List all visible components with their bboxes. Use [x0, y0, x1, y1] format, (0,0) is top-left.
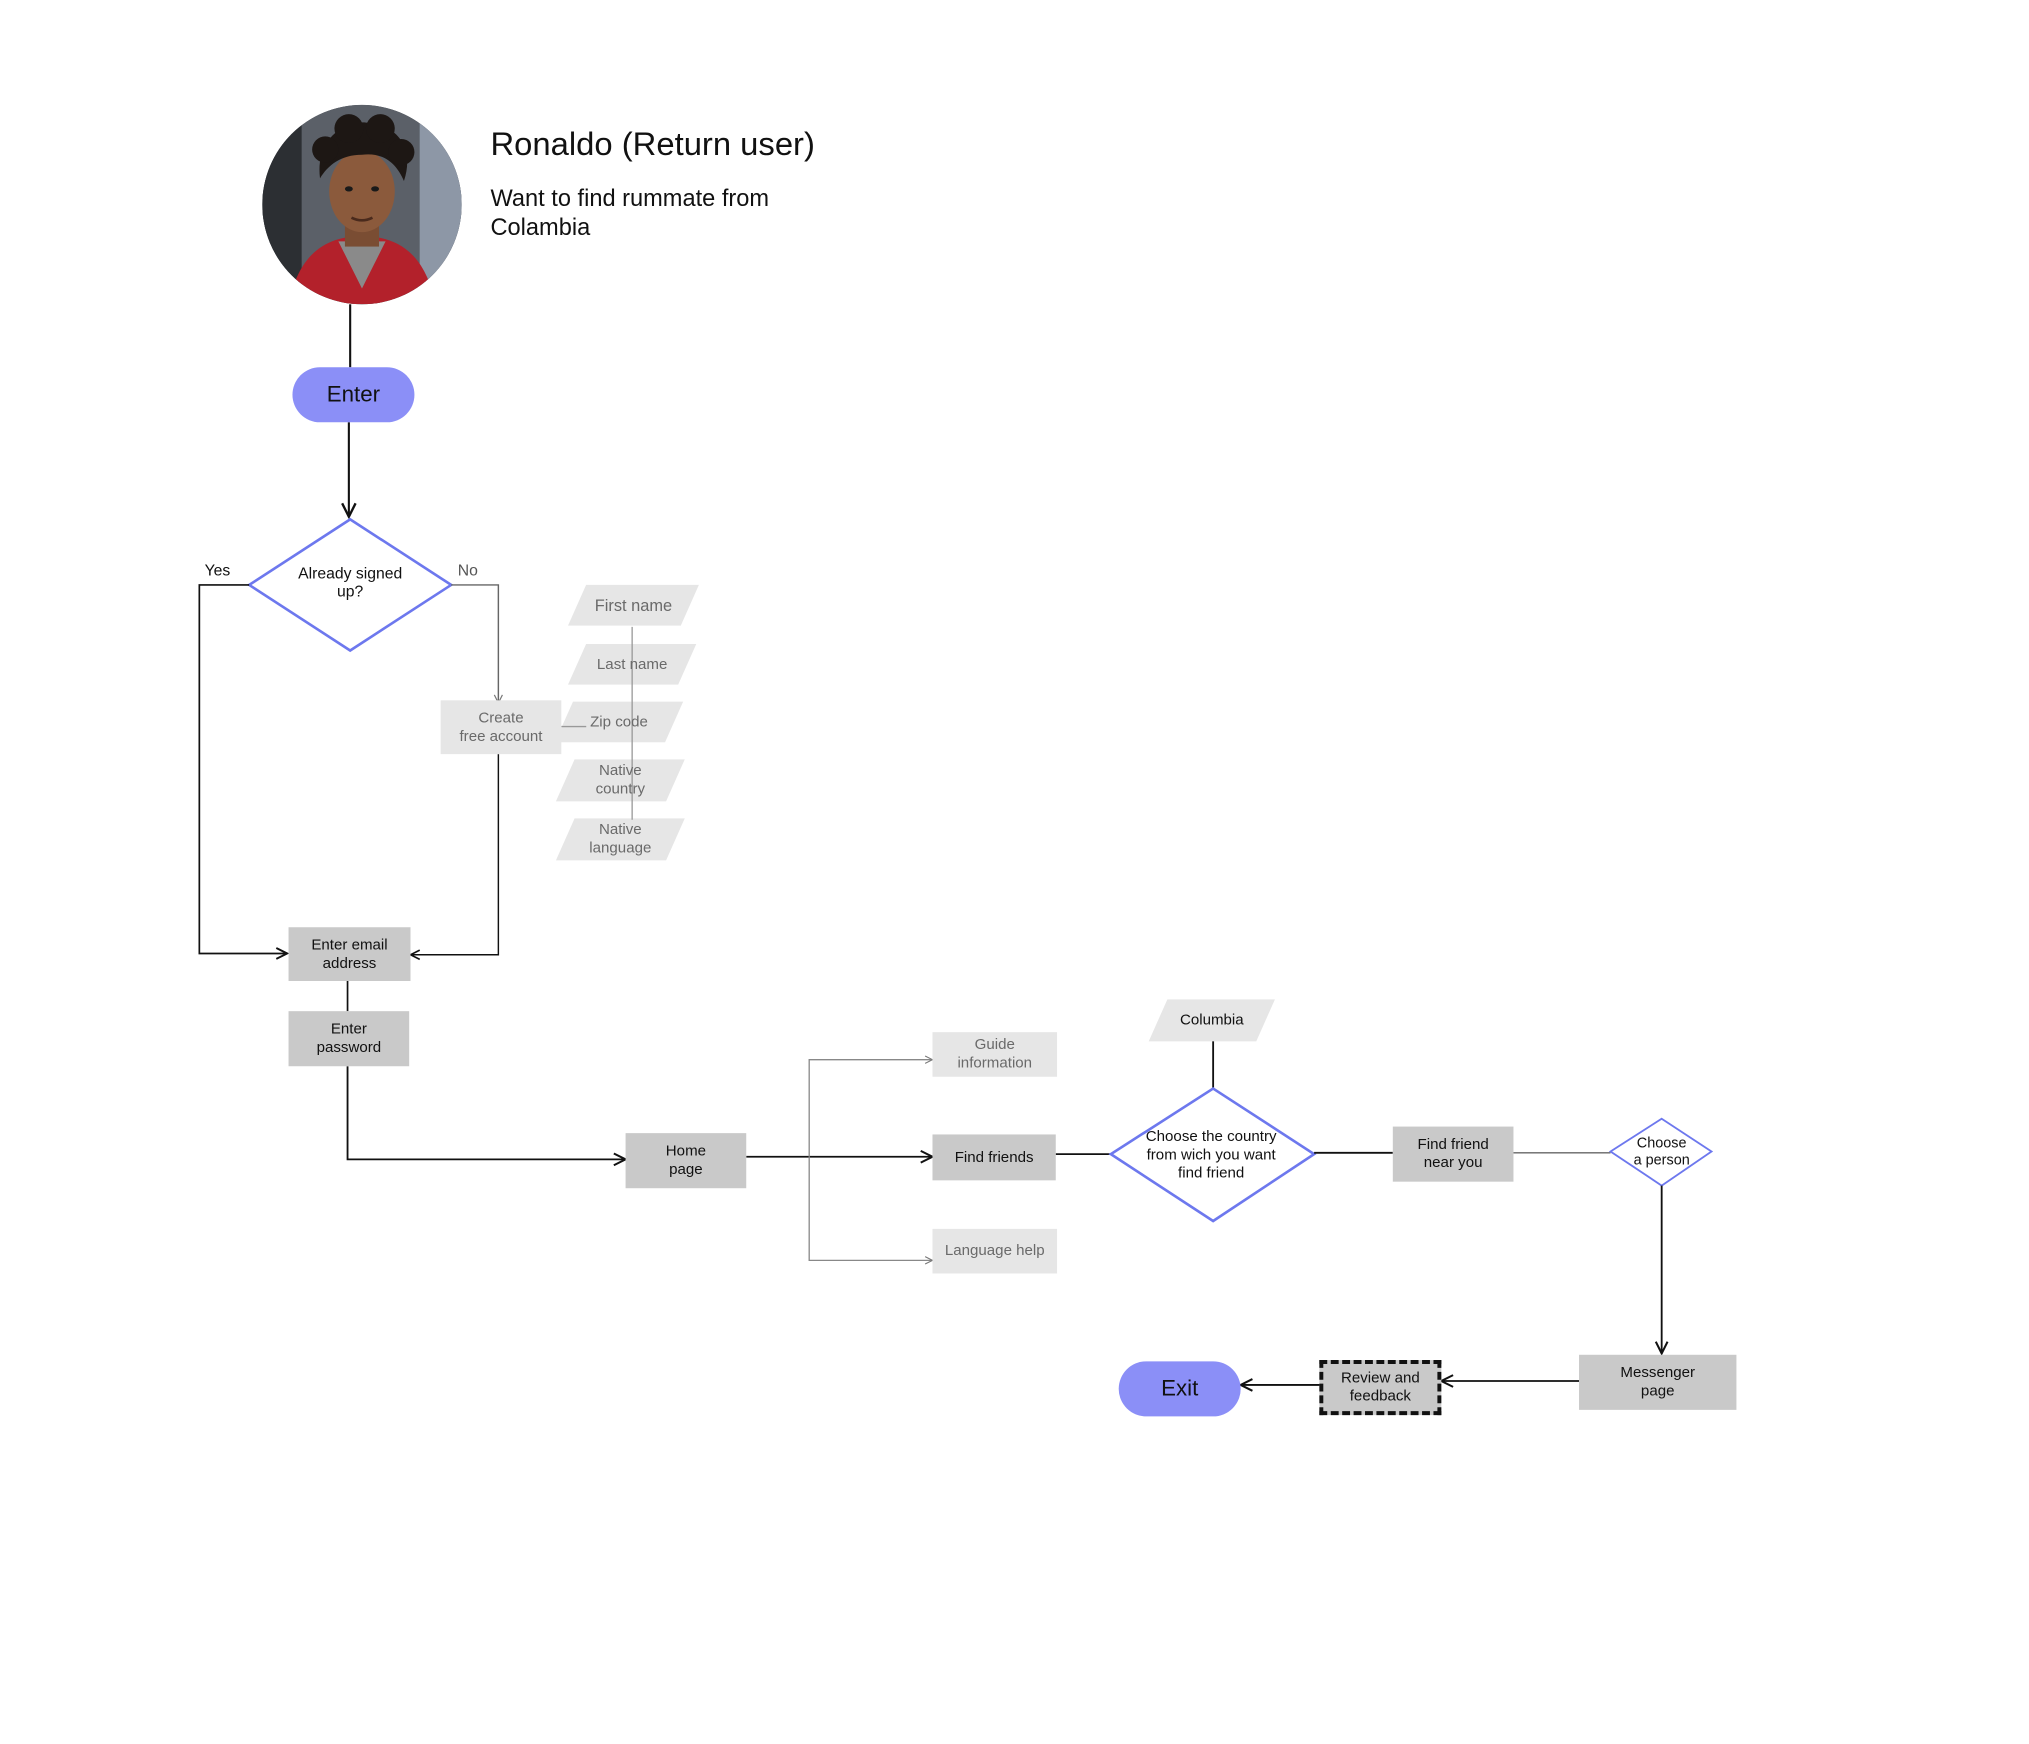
field-native-language: Native language [565, 818, 675, 860]
choose-person-label: Choose a person [1633, 1135, 1690, 1169]
enter-terminal[interactable]: Enter [292, 367, 415, 423]
field-zip-code: Zip code [564, 702, 674, 743]
edge-password-home [346, 1066, 626, 1159]
guide-information-box[interactable]: Guide information [932, 1032, 1058, 1077]
exit-terminal[interactable]: Exit [1118, 1361, 1241, 1417]
no-label: No [457, 561, 478, 580]
edge-create-email [410, 754, 500, 955]
messenger-page-box[interactable]: Messenger page [1579, 1354, 1737, 1410]
decision-signed-up [246, 517, 454, 653]
find-friend-near-box[interactable]: Find friend near you [1392, 1126, 1514, 1182]
choose-country-label: Choose the country from wich you want fi… [1145, 1129, 1277, 1182]
persona-portrait-icon [262, 104, 462, 305]
create-account-box[interactable]: Create free account [440, 700, 562, 755]
edge-yes [198, 584, 287, 954]
decision-signed-up-label: Already signed up? [298, 563, 403, 601]
columbia-input: Columbia [1158, 999, 1266, 1041]
find-friends-box[interactable]: Find friends [932, 1134, 1056, 1181]
enter-password-box[interactable]: Enter password [288, 1011, 410, 1067]
edge-home-guide [808, 1060, 932, 1157]
field-native-country: Native country [565, 759, 675, 801]
persona-name: Ronaldo (Return user) [490, 125, 815, 163]
edge-home-language [808, 1156, 932, 1261]
persona-goal: Want to find rummate from Colambia [490, 184, 770, 241]
persona-avatar [262, 104, 462, 305]
decision-choose-country [1108, 1086, 1317, 1223]
enter-email-box[interactable]: Enter email address [288, 927, 411, 982]
field-last-name: Last name [577, 644, 687, 685]
edge-no [451, 584, 498, 703]
language-help-box[interactable]: Language help [932, 1228, 1058, 1274]
home-page-box[interactable]: Home page [625, 1133, 747, 1189]
yes-label: Yes [204, 561, 231, 580]
field-first-name: First name [577, 585, 690, 626]
review-feedback-box[interactable]: Review and feedback [1319, 1360, 1442, 1416]
